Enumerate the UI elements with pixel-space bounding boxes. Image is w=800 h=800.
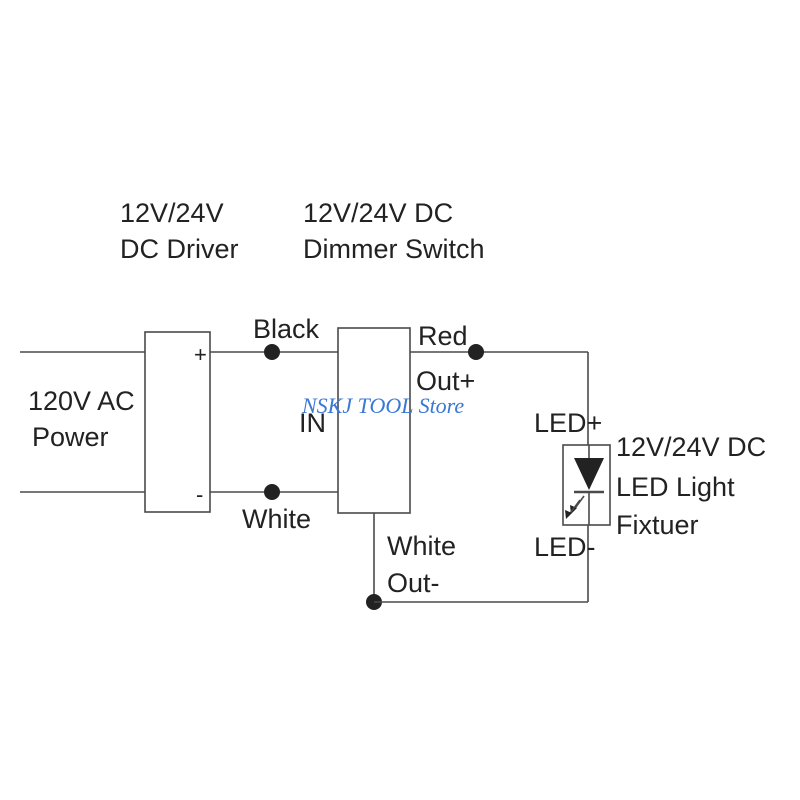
fixture-title-line1: 12V/24V DC — [616, 432, 766, 462]
driver-title-line1: 12V/24V — [120, 198, 224, 228]
out-plus-label: Out+ — [416, 366, 475, 396]
white-wire-label: White — [242, 504, 311, 534]
dimmer-title-line1: 12V/24V DC — [303, 198, 453, 228]
plus-terminal-label: + — [194, 342, 207, 367]
light-arrows-icon — [565, 495, 585, 519]
red-wire-label: Red — [418, 321, 468, 351]
fixture-title-line3: Fixtuer — [616, 510, 699, 540]
dimmer-title-line2: Dimmer Switch — [303, 234, 485, 264]
minus-terminal-label: - — [196, 482, 203, 507]
white-junction-dot — [264, 484, 280, 500]
red-junction-dot — [468, 344, 484, 360]
dc-driver-box — [144, 331, 211, 513]
black-wire-label: Black — [253, 314, 320, 344]
led-minus-label: LED- — [534, 532, 596, 562]
in-label: IN — [299, 408, 326, 438]
led-plus-label: LED+ — [534, 408, 602, 438]
fixture-title-line2: LED Light — [616, 472, 735, 502]
white-out-label: White — [387, 531, 456, 561]
out-minus-label: Out- — [387, 568, 440, 598]
led-diode-icon — [574, 458, 604, 490]
store-watermark: NSKJ TOOL Store — [301, 393, 464, 418]
dimmer-switch-box — [337, 327, 411, 514]
driver-title-line2: DC Driver — [120, 234, 239, 264]
ac-power-line2: Power — [32, 422, 109, 452]
black-junction-dot — [264, 344, 280, 360]
ac-power-line1: 120V AC — [28, 386, 135, 416]
